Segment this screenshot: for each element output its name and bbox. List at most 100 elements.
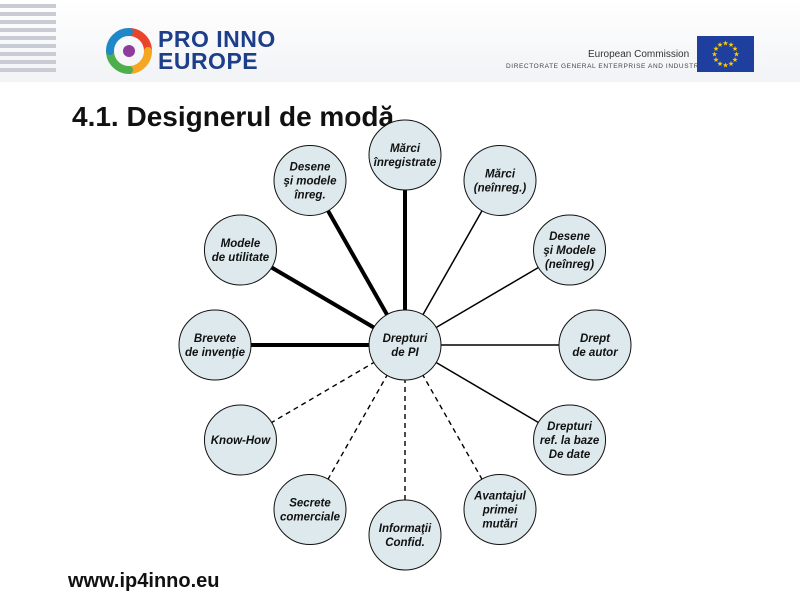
node-avantajul-label: Avantajul [473,491,527,503]
node-desene-inreg-label: Desene [290,161,332,173]
footer-url: www.ip4inno.eu [68,570,220,592]
node-secrete: Secrete comerciale [273,474,347,546]
node-desene-neinreg: Desene şi Modele (neînreg) [533,214,607,286]
node-desene-neinreg-label: şi Modele [543,245,596,257]
node-modele-utilitate: Modele de utilitate [203,214,277,286]
node-center-label: de PI [391,347,419,359]
header-stripe [0,20,56,24]
node-center: Drepturi de PI [368,309,442,381]
node-drepturi-baze-label: Drepturi [547,421,593,433]
eu-star-icon: ★ [717,41,723,49]
node-brevete-label: Brevete [194,333,237,345]
node-drepturi-baze-circle [533,404,607,476]
header-stripe [0,4,56,8]
pro-inno-europe-logo: PRO INNO EUROPE [104,26,384,78]
node-drepturi-baze-label: De date [549,449,591,461]
logo-text: PRO INNO EUROPE [158,26,276,74]
diagram-nodes: MărciînregistrateMărci(neînreg.)Deseneşi… [178,119,632,571]
eu-star-icon: ★ [728,60,734,68]
logo-text-line2: EUROPE [158,48,259,74]
node-marci-inreg-label: Mărci [390,143,421,155]
header-stripes [0,4,56,72]
node-modele-utilitate-label: de utilitate [212,252,270,264]
header-stripe [0,68,56,72]
node-marci-neinreg: Mărci (neînreg.) [463,144,537,216]
node-secrete-circle [273,474,347,546]
node-drept-autor-label: de autor [572,347,618,359]
node-marci-neinreg-label: Mărci [485,168,516,180]
eu-star-icon: ★ [713,45,719,53]
node-marci-inreg-circle [368,119,442,191]
node-brevete-label: de invenţie [185,347,246,359]
node-know-how-circle [203,404,277,476]
node-informatii-label: Informaţii [379,523,432,535]
eu-star-icon: ★ [732,56,738,64]
eu-star-icon: ★ [713,56,719,64]
node-secrete-label: Secrete [289,498,331,510]
node-know-how: Know-How [203,404,277,476]
european-commission-logo: European Commission DIRECTORATE GENERAL … [500,34,760,74]
node-informatii-label: Confid. [385,537,425,549]
node-drept-autor-circle [558,309,632,381]
node-brevete-circle [178,309,252,381]
eu-star-icon: ★ [711,51,717,59]
header-stripe [0,52,56,56]
eu-star-icon: ★ [728,41,734,49]
diagram-edges [249,188,561,502]
node-marci-inreg: Mărci înregistrate [368,119,442,191]
node-brevete: Brevete de invenţie [178,309,252,381]
node-desene-inreg-label: şi modele [283,175,337,187]
eu-star-icon: ★ [722,40,728,48]
header-stripe [0,28,56,32]
edge-know-how [269,360,376,425]
node-drept-autor-label: Drept [580,333,611,345]
eu-flag-icon: ★★★★★★★★★★★★ [697,36,754,72]
node-desene-inreg: Desene şi modele înreg. [273,144,347,216]
node-desene-inreg-label: înreg. [294,189,325,201]
logo-text-line1: PRO INNO [158,26,276,52]
header-stripe [0,12,56,16]
ec-directorate: DIRECTORATE GENERAL ENTERPRISE AND INDUS… [506,63,704,70]
header-stripe [0,36,56,40]
node-avantajul: Avantajul primei mutări [463,474,537,546]
edge-drepturi-baze [434,360,541,425]
edge-desene-neinreg [434,265,541,330]
page-title: 4.1. Designerul de modă [72,101,395,132]
node-drept-autor: Drept de autor [558,309,632,381]
node-center-circle [368,309,442,381]
node-marci-neinreg-circle [463,144,537,216]
header-stripe [0,60,56,64]
eu-star-icon: ★ [717,60,723,68]
node-marci-neinreg-label: (neînreg.) [474,182,527,194]
logo-swirl-icon [106,28,152,74]
node-modele-utilitate-label: Modele [221,238,261,250]
edge-secrete [326,373,389,482]
eu-star-icon: ★ [733,51,739,59]
node-avantajul-label: mutări [482,519,518,531]
node-modele-utilitate-circle [203,214,277,286]
node-center-label: Drepturi [383,333,429,345]
node-drepturi-baze: Drepturi ref. la baze De date [533,404,607,476]
ec-name: European Commission [588,49,690,60]
node-secrete-label: comerciale [280,512,341,524]
node-avantajul-circle [463,474,537,546]
edge-desene-inreg [325,208,390,318]
header-stripe [0,44,56,48]
node-desene-neinreg-circle [533,214,607,286]
edge-marci-neinreg [421,208,484,317]
eu-star-icon: ★ [732,45,738,53]
node-avantajul-label: primei [482,505,518,517]
node-drepturi-baze-label: ref. la baze [540,435,600,447]
node-marci-inreg-label: înregistrate [374,157,437,169]
edge-modele-utilitate [268,264,377,331]
node-desene-inreg-circle [273,144,347,216]
eu-star-icon: ★ [722,62,728,70]
edge-avantajul [421,373,484,482]
eu-flag-background [697,36,754,72]
node-desene-neinreg-label: Desene [549,231,591,243]
node-know-how-label: Know-How [211,435,271,447]
node-informatii-circle [368,499,442,571]
node-desene-neinreg-label: (neînreg) [545,259,594,271]
